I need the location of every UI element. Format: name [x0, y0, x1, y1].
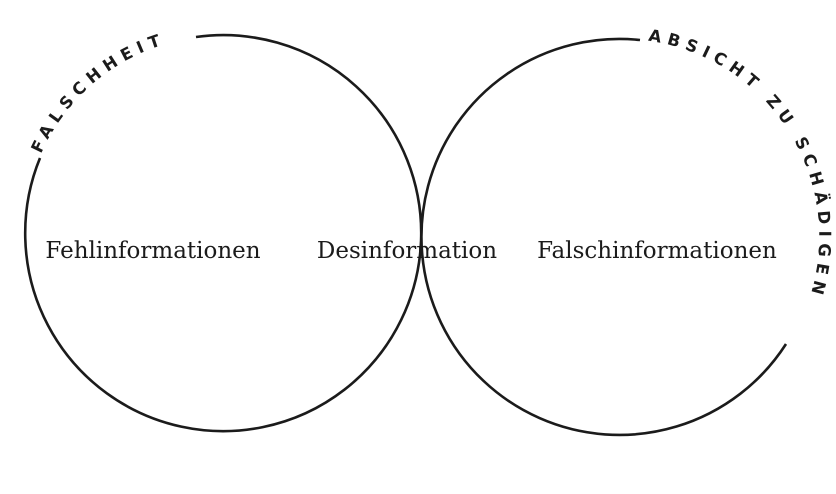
region-label-fehlinformationen: Fehlinformationen — [45, 238, 260, 264]
arc-label-falschheit: FALSCHHEIT — [27, 29, 168, 156]
region-label-falschinformationen: Falschinformationen — [537, 238, 777, 264]
circle-absicht-zu-schaedigen — [420, 37, 788, 437]
region-label-desinformation: Desinformation — [317, 238, 497, 264]
circle-falschheit — [23, 33, 423, 433]
